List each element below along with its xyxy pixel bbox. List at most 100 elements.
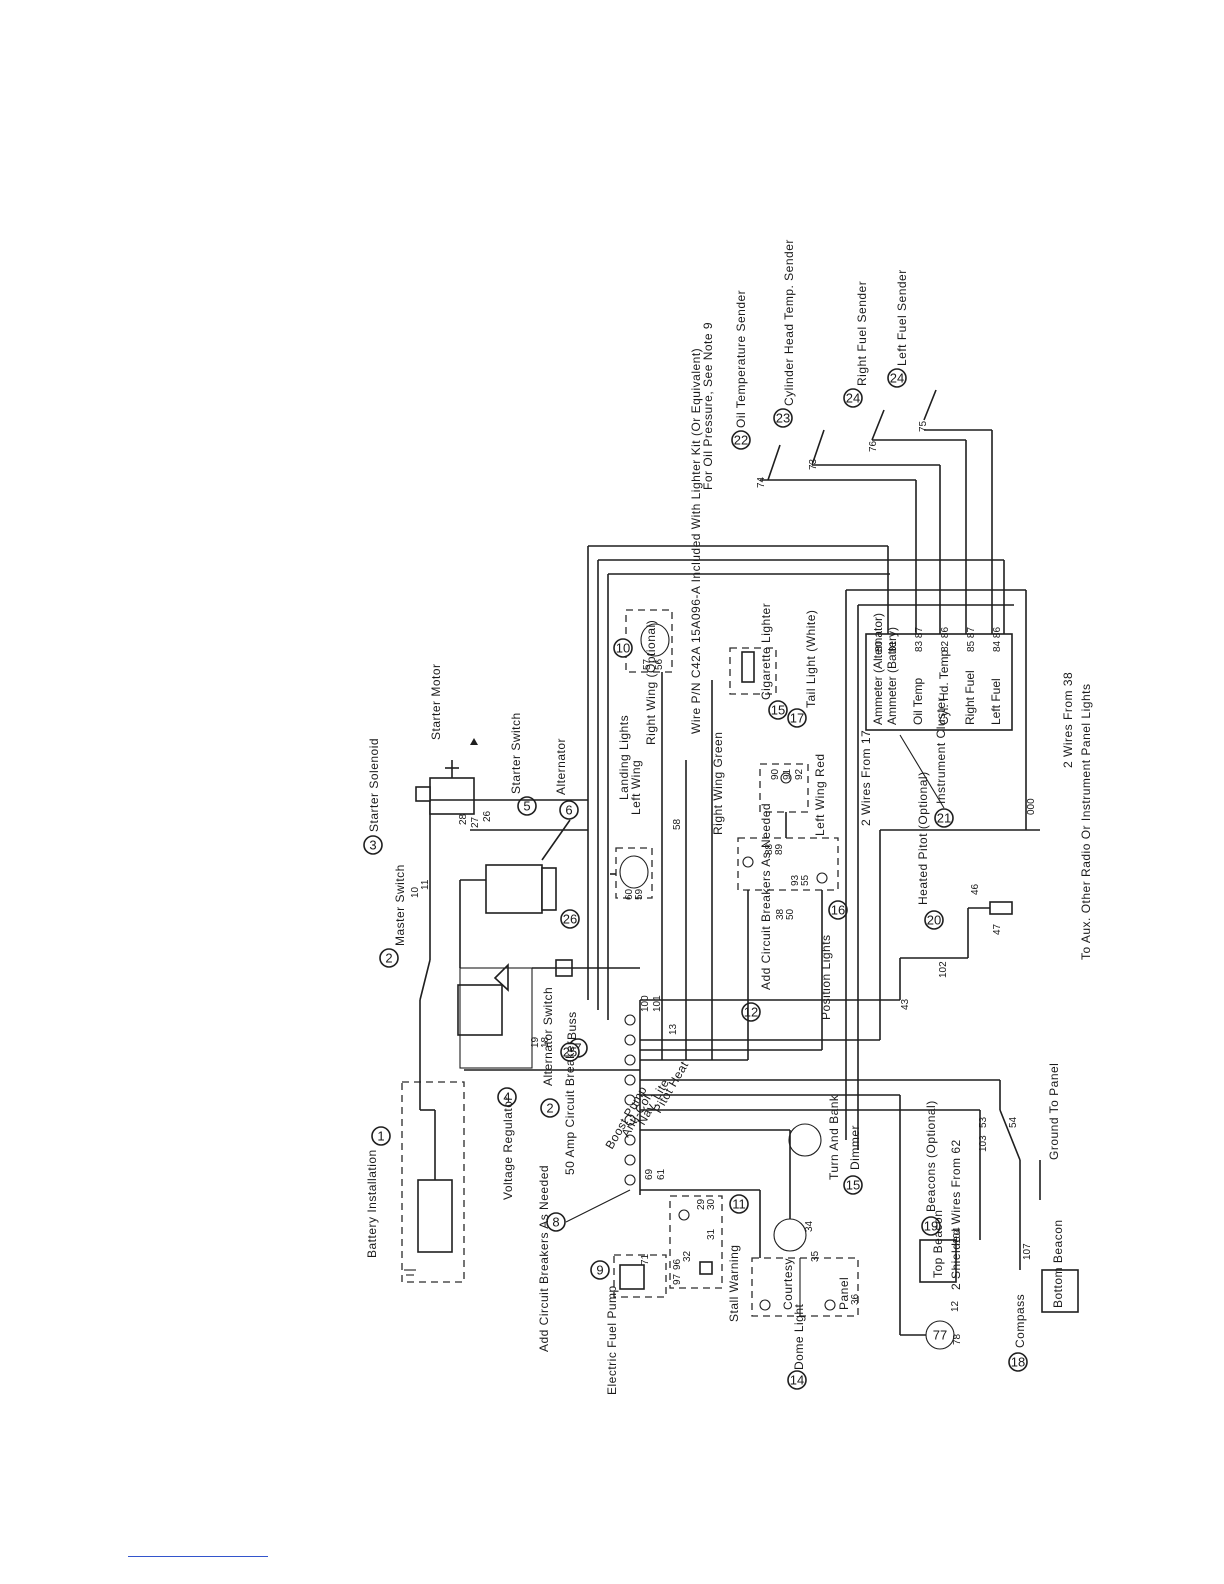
svg-text:30: 30 <box>706 1198 717 1210</box>
electric-fuel-pump: 9 Electric Fuel Pump 71 <box>590 1253 667 1395</box>
cigarette-lighter: 15 Cigarette Lighter Wire P/N C42A 15A09… <box>689 348 788 734</box>
svg-text:Left Fuel Sender: Left Fuel Sender <box>895 269 909 366</box>
svg-text:12: 12 <box>744 1005 758 1020</box>
svg-text:1: 1 <box>377 1129 384 1144</box>
svg-text:Ammeter (Battery): Ammeter (Battery) <box>885 627 899 725</box>
svg-text:103: 103 <box>978 1135 989 1152</box>
svg-text:2: 2 <box>385 951 392 966</box>
svg-text:Voltage Regulator: Voltage Regulator <box>501 1096 515 1200</box>
callout-11 <box>729 1194 749 1214</box>
svg-text:Starter Motor: Starter Motor <box>429 663 443 740</box>
turn-and-bank: Turn And Bank <box>788 1094 841 1180</box>
callout-16 <box>828 900 848 920</box>
starter-assembly: 3 Starter Solenoid Starter Motor 5 Start… <box>363 663 537 855</box>
svg-text:22: 22 <box>734 433 748 448</box>
svg-text:11: 11 <box>732 1197 746 1212</box>
svg-text:55: 55 <box>800 874 811 886</box>
svg-text:Cigarette Lighter: Cigarette Lighter <box>759 603 773 700</box>
callout-23 <box>773 408 793 428</box>
svg-text:16: 16 <box>831 903 845 918</box>
svg-text:Add Circuit Breakers As Needed: Add Circuit Breakers As Needed <box>759 803 773 990</box>
instrument-cluster: Ammeter (Alternator) Ammeter (Battery) O… <box>865 613 1075 828</box>
svg-text:102: 102 <box>938 961 949 978</box>
circuit-breaker-buss: 7 26 25 Buss 50 Amp Circuit Breaker Boos… <box>555 909 692 1195</box>
dimmer: 15 Dimmer 34 35 <box>773 1125 863 1262</box>
svg-text:8: 8 <box>552 1215 559 1230</box>
svg-text:13: 13 <box>668 1023 679 1035</box>
callout-19 <box>921 1216 941 1236</box>
compass: 18 77 Compass 78 12 <box>925 1294 1028 1372</box>
svg-text:107: 107 <box>1022 1243 1033 1260</box>
add-breakers-left: 8 Add Circuit Breakers As Needed <box>537 1165 631 1352</box>
svg-text:000: 000 <box>1026 798 1037 815</box>
svg-text:5: 5 <box>523 799 530 814</box>
callout-6 <box>559 800 579 820</box>
callout-24a <box>843 388 863 408</box>
svg-text:96: 96 <box>672 1258 683 1270</box>
svg-text:23: 23 <box>776 411 790 426</box>
svg-text:Alternator: Alternator <box>554 738 568 795</box>
callout-9 <box>590 1260 610 1280</box>
svg-text:Bottom Beacon: Bottom Beacon <box>1051 1219 1065 1308</box>
svg-text:Add Circuit Breakers As Needed: Add Circuit Breakers As Needed <box>537 1165 551 1352</box>
svg-text:27: 27 <box>470 816 481 828</box>
svg-text:2: 2 <box>546 1101 553 1116</box>
svg-text:53: 53 <box>978 1116 989 1128</box>
callout-22 <box>731 430 751 450</box>
svg-text:14: 14 <box>790 1373 804 1388</box>
callout-25 <box>560 1042 580 1062</box>
svg-text:50: 50 <box>785 908 796 920</box>
svg-text:29: 29 <box>696 1198 707 1210</box>
svg-text:26: 26 <box>563 912 577 927</box>
svg-text:To Aux. Other Radio Or Instrum: To Aux. Other Radio Or Instrument Panel … <box>1079 684 1093 960</box>
svg-text:2 Wires From 17: 2 Wires From 17 <box>859 730 873 826</box>
svg-text:43: 43 <box>900 998 911 1010</box>
battery-label: Battery Installation <box>365 1149 379 1258</box>
position-lights: 17 16 12 Tail Light (White) Right Wing G… <box>711 610 873 1022</box>
page-footer-rule <box>128 1556 268 1557</box>
svg-text:21: 21 <box>937 811 951 826</box>
callout-4 <box>497 1087 517 1107</box>
svg-text:93: 93 <box>790 874 801 886</box>
svg-text:81: 81 <box>888 640 899 652</box>
svg-text:Left Wing Red: Left Wing Red <box>813 753 827 836</box>
svg-text:60: 60 <box>624 888 635 900</box>
svg-text:61: 61 <box>656 1168 667 1180</box>
svg-text:Starter Switch: Starter Switch <box>509 712 523 794</box>
svg-text:Alternator Switch: Alternator Switch <box>541 987 555 1086</box>
svg-text:71: 71 <box>640 1253 651 1265</box>
callout-2a <box>379 948 399 968</box>
callout-2b <box>540 1098 560 1118</box>
callout-17 <box>787 708 807 728</box>
svg-text:Landing Lights: Landing Lights <box>617 715 631 800</box>
svg-text:34: 34 <box>804 1220 815 1232</box>
svg-text:76: 76 <box>868 440 879 452</box>
callout-26 <box>560 909 580 929</box>
svg-text:82 86: 82 86 <box>940 627 951 652</box>
svg-text:3: 3 <box>369 838 376 853</box>
svg-text:19: 19 <box>530 1036 541 1048</box>
svg-text:Right Wing Green: Right Wing Green <box>711 732 725 835</box>
svg-text:50 Amp Circuit Breaker: 50 Amp Circuit Breaker <box>563 1041 577 1175</box>
svg-text:28: 28 <box>458 813 469 825</box>
svg-text:4: 4 <box>503 1090 510 1105</box>
svg-text:12: 12 <box>950 1300 961 1312</box>
svg-text:2 Shielded Wires From 62: 2 Shielded Wires From 62 <box>949 1139 963 1290</box>
callout-14 <box>787 1370 807 1390</box>
svg-text:Panel: Panel <box>837 1277 851 1310</box>
svg-text:Courtesy: Courtesy <box>781 1258 795 1310</box>
svg-text:97: 97 <box>672 1273 683 1285</box>
svg-text:17: 17 <box>790 711 804 726</box>
svg-text:11: 11 <box>420 879 431 890</box>
svg-text:Wire P/N C42A 15A096-A Include: Wire P/N C42A 15A096-A Included With Lig… <box>689 348 703 734</box>
svg-text:58: 58 <box>672 818 683 830</box>
callout-12 <box>741 1002 761 1022</box>
svg-text:69: 69 <box>644 1168 655 1180</box>
landing-lights: 10 Landing Lights Left Wing Right Wing (… <box>613 609 683 900</box>
svg-text:38: 38 <box>775 908 786 920</box>
svg-text:24: 24 <box>846 391 860 406</box>
callout-15a <box>843 1175 863 1195</box>
svg-text:104: 104 <box>952 1227 963 1244</box>
svg-text:Ground To Panel: Ground To Panel <box>1047 1063 1061 1160</box>
callout-10 <box>613 638 633 658</box>
